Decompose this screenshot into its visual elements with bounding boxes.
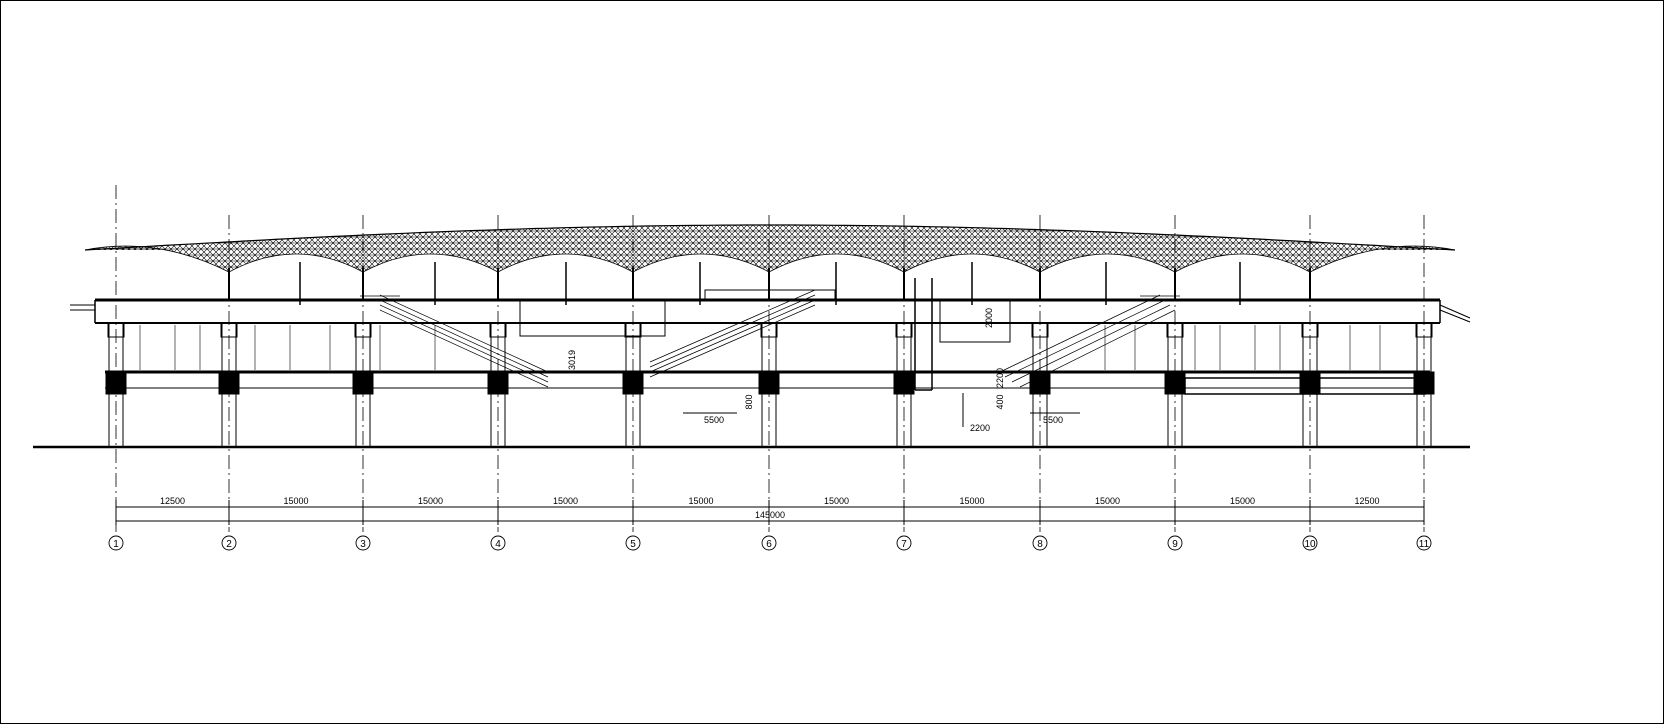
detail-dimension-escalator-pit-width-right: 5500	[1043, 415, 1063, 425]
grid-bubble	[1167, 535, 1183, 551]
bay-dimension: 15000	[824, 496, 849, 506]
detail-dimension-left-stair-height: 3019	[567, 350, 577, 370]
grid-bubble	[490, 535, 506, 551]
grid-bubble	[108, 535, 124, 551]
grid-bubble	[355, 535, 371, 551]
bay-dimension: 15000	[688, 496, 713, 506]
grid-axis-label: 8	[1037, 539, 1043, 550]
dimension-lines	[115, 393, 1425, 525]
structure	[33, 278, 1471, 449]
detail-dimension-upper-height: 2000	[984, 308, 994, 328]
bay-dimension: 15000	[959, 496, 984, 506]
detail-dimension-shaft-width: 2200	[970, 423, 990, 433]
grid-axis-label: 1	[113, 539, 119, 550]
grid-axis-label: 4	[495, 539, 501, 550]
grid-axis-label: 10	[1304, 539, 1316, 550]
grid-axis-label: 5	[630, 539, 636, 550]
grid-axis-label: 7	[901, 539, 907, 550]
grid-axis-label: 11	[1419, 539, 1430, 550]
detail-dimension-escalator-pit-width-left: 5500	[704, 415, 724, 425]
bay-dimension: 15000	[1230, 496, 1255, 506]
bay-dimension: 12500	[160, 496, 185, 506]
total-dimension: 145000	[755, 510, 785, 520]
grid-bubble	[1032, 535, 1048, 551]
roof-lattice	[84, 224, 1456, 305]
grid-axis-label: 9	[1172, 539, 1178, 550]
grid-bubble	[1302, 535, 1318, 551]
drawing-labels: 1 2 3 4 5 6 7 8 9 10 11 12500 15000 15000 15000 15000 15…	[108, 308, 1432, 551]
grid-bubble	[221, 535, 237, 551]
detail-dimension-clear-height: 2200	[995, 368, 1005, 388]
grid-axis-label: 2	[226, 539, 232, 550]
grid-bubble	[761, 535, 777, 551]
bay-dimension: 15000	[1095, 496, 1120, 506]
detail-dimension-step-height: 400	[995, 394, 1005, 409]
grid-bubble	[625, 535, 641, 551]
bay-dimension: 12500	[1354, 496, 1379, 506]
grid-axis-label: 6	[766, 539, 772, 550]
detail-dimension-escalator-pit-depth: 800	[744, 394, 754, 409]
grid-axis-label: 3	[360, 539, 366, 550]
bay-dimension: 15000	[553, 496, 578, 506]
grid-bubble	[1416, 535, 1432, 551]
bay-dimension: 15000	[283, 496, 308, 506]
grid-bubble	[896, 535, 912, 551]
bay-dimension: 15000	[418, 496, 443, 506]
